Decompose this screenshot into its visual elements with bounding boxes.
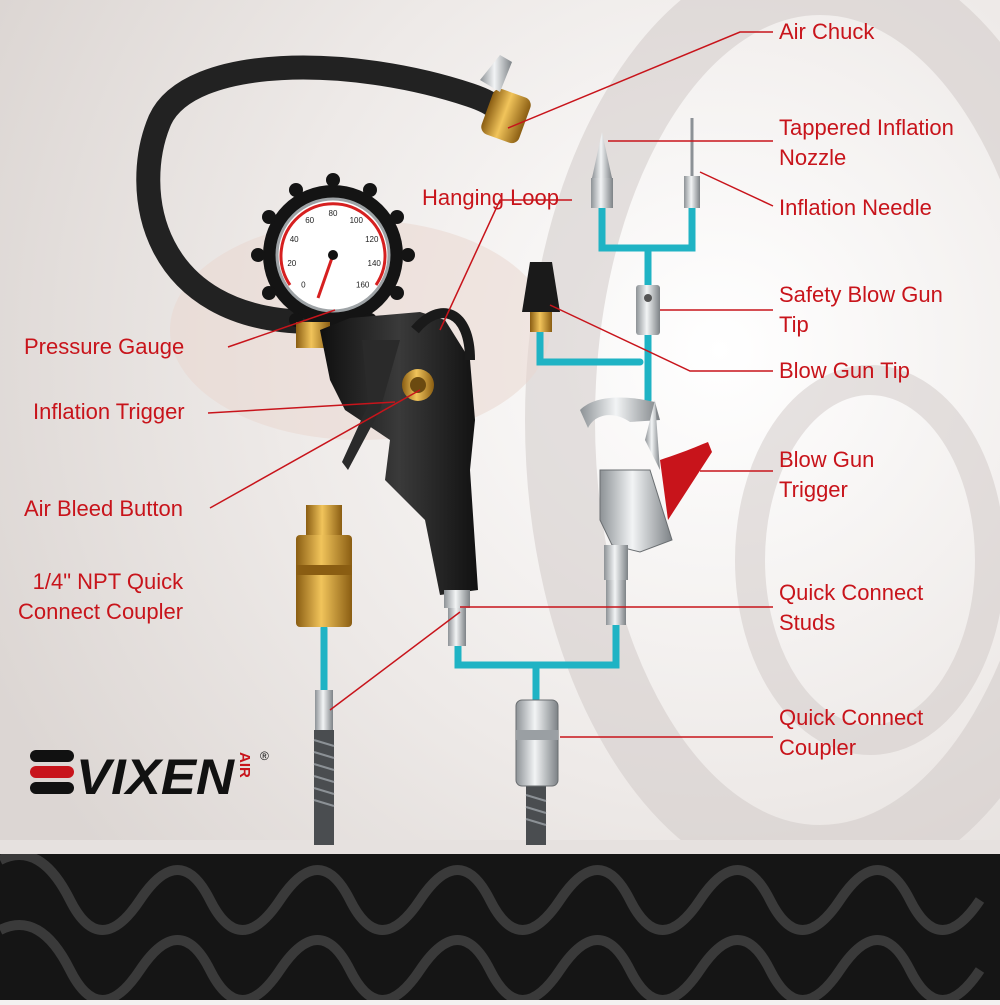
label-hanging-loop: Hanging Loop bbox=[422, 185, 560, 210]
wheel-rim-ghost bbox=[735, 365, 1000, 755]
gauge-tick-label: 100 bbox=[350, 216, 364, 225]
label-air-chuck: Air Chuck bbox=[779, 19, 875, 44]
blow-gun-trigger-lever bbox=[660, 442, 712, 520]
gauge-tick-label: 60 bbox=[305, 216, 314, 225]
coiled-hose bbox=[0, 840, 1000, 1005]
label-air-bleed-button: Air Bleed Button bbox=[24, 496, 183, 521]
safety-blow-gun-tip bbox=[636, 285, 660, 335]
tapered-nozzle bbox=[591, 132, 613, 208]
gauge-tick-label: 160 bbox=[356, 281, 370, 290]
vixen-air-logo: VIXEN AIR ® bbox=[30, 749, 269, 804]
gauge-tick-label: 20 bbox=[287, 259, 296, 268]
gauge-tick-label: 0 bbox=[301, 281, 306, 290]
gauge-tick-label: 80 bbox=[329, 209, 338, 218]
inflator-hose bbox=[136, 55, 514, 334]
hose-plug bbox=[315, 690, 333, 730]
label-blow-gun-tip: Blow Gun Tip bbox=[779, 358, 910, 383]
brass-quick-coupler bbox=[296, 505, 352, 627]
blow-gun bbox=[580, 397, 712, 625]
hanging-loop bbox=[411, 308, 475, 361]
logo-registered-mark: ® bbox=[260, 749, 269, 763]
gauge-tick-label: 40 bbox=[290, 235, 299, 244]
chrome-quick-coupler bbox=[515, 699, 559, 787]
inflator-gun bbox=[320, 308, 478, 646]
inflation-trigger-lever bbox=[342, 340, 400, 470]
logo-air: AIR bbox=[236, 752, 253, 778]
label-inflation-trigger: Inflation Trigger bbox=[33, 399, 185, 424]
air-chuck bbox=[480, 55, 531, 144]
leader-lines bbox=[207, 31, 774, 738]
gauge-tick-label: 120 bbox=[365, 235, 379, 244]
logo-wordmark: VIXEN bbox=[76, 749, 235, 804]
rubber-blow-gun-tip bbox=[522, 262, 560, 332]
label-pressure-gauge: Pressure Gauge bbox=[24, 334, 185, 359]
label-inflation-needle: Inflation Needle bbox=[779, 195, 932, 220]
spring-guards bbox=[313, 730, 547, 845]
logo-stripes-icon bbox=[30, 750, 74, 794]
pressure-gauge: 0 20 40 60 80 100 120 140 160 bbox=[251, 173, 415, 348]
gauge-tick-label: 140 bbox=[368, 259, 382, 268]
inflation-needle bbox=[684, 118, 700, 208]
